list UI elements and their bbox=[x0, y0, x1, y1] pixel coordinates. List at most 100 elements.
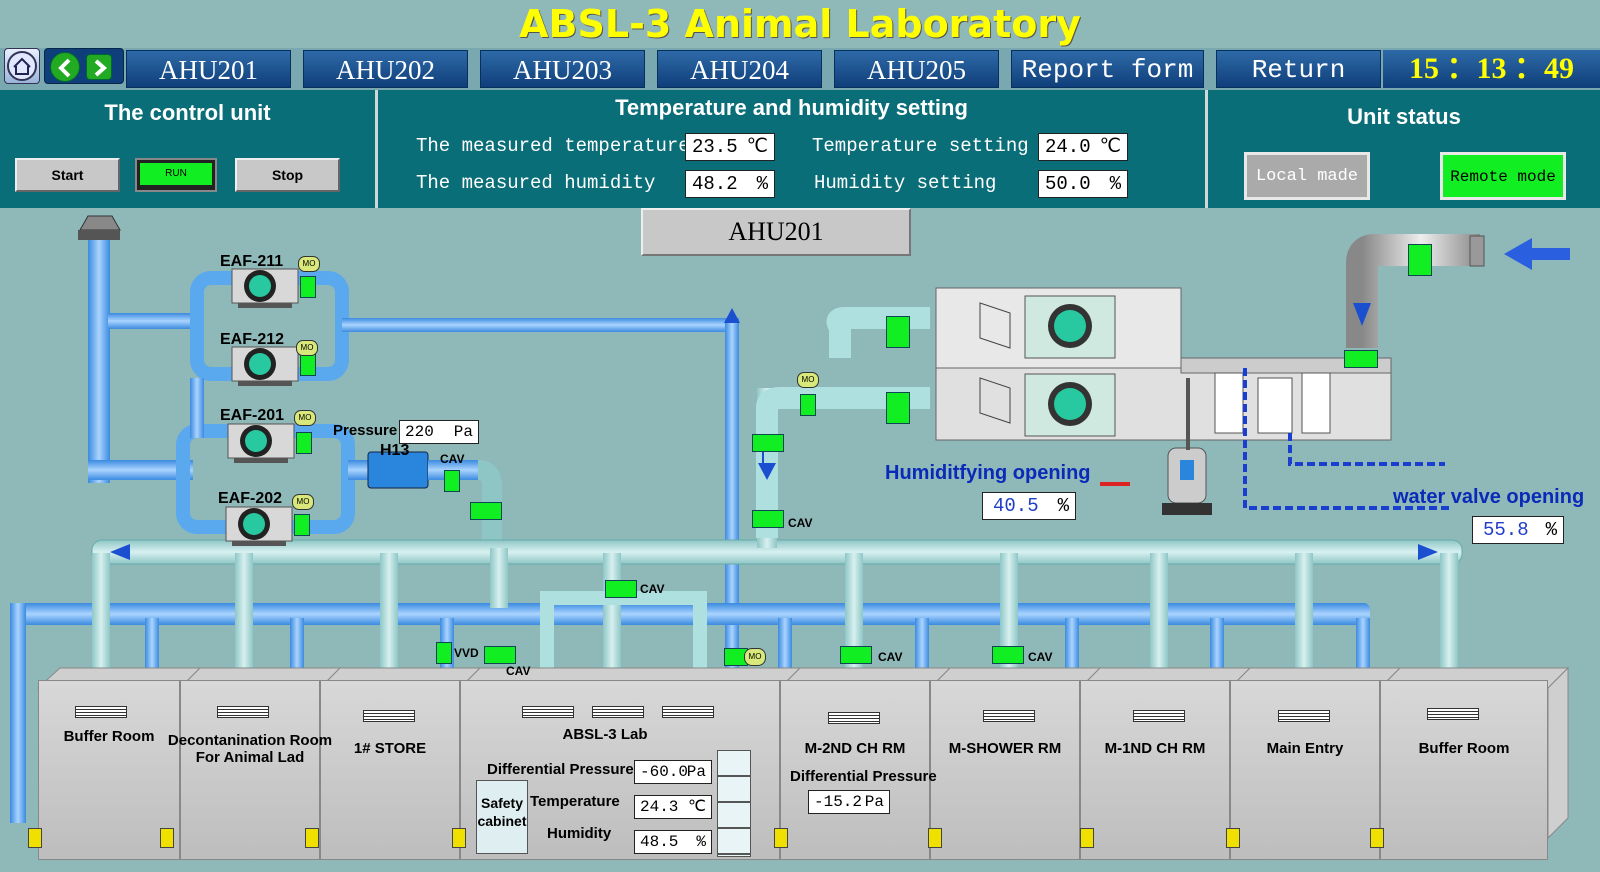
room-damper[interactable] bbox=[305, 828, 319, 848]
mo-icon: MO bbox=[296, 340, 318, 356]
cav-label: CAV bbox=[788, 516, 813, 530]
safety-cabinet-label: Safety cabinet bbox=[477, 795, 527, 829]
room-damper[interactable] bbox=[452, 828, 466, 848]
cav-label: CAV bbox=[1028, 650, 1053, 664]
hum-setting-field[interactable]: 50.0% bbox=[1038, 170, 1128, 198]
cav-valve[interactable] bbox=[444, 470, 460, 492]
home-icon[interactable] bbox=[4, 48, 40, 84]
vent bbox=[1133, 710, 1185, 722]
control-unit-title: The control unit bbox=[104, 100, 271, 125]
start-button[interactable]: Start bbox=[15, 158, 120, 192]
room-damper[interactable] bbox=[1226, 828, 1240, 848]
cav-valve[interactable] bbox=[752, 510, 784, 528]
room-damper[interactable] bbox=[928, 828, 942, 848]
humidifying-field: 40.5% bbox=[982, 492, 1076, 520]
tab-ahu203[interactable]: AHU203 bbox=[480, 50, 645, 88]
tab-ahu204[interactable]: AHU204 bbox=[657, 50, 822, 88]
hum-setting-label: Humidity setting bbox=[814, 172, 997, 194]
room-buffer-2 bbox=[1380, 680, 1548, 860]
cav-label: CAV bbox=[640, 582, 665, 596]
damper-ahu-lower[interactable] bbox=[886, 392, 910, 424]
local-mode-button[interactable]: Local made bbox=[1244, 152, 1370, 200]
cav-valve[interactable] bbox=[484, 646, 516, 664]
safety-cabinet: Safety cabinet bbox=[476, 780, 528, 854]
room-damper[interactable] bbox=[1370, 828, 1384, 848]
fan-eaf-202[interactable] bbox=[224, 503, 294, 552]
damper-ahu-supply[interactable] bbox=[800, 394, 816, 416]
damper-eaf-211[interactable] bbox=[300, 276, 316, 298]
damper-eaf-212[interactable] bbox=[300, 354, 316, 376]
m2-dp-label: Differential Pressure bbox=[790, 768, 937, 785]
cav-valve[interactable] bbox=[605, 580, 637, 598]
ahu-label: AHU201 bbox=[641, 208, 911, 256]
stop-button[interactable]: Stop bbox=[235, 158, 340, 192]
setting-title: Temperature and humidity setting bbox=[615, 95, 968, 120]
room-m1 bbox=[1080, 680, 1230, 860]
humidifying-label: Humiditfying opening bbox=[885, 462, 1091, 484]
vvd-valve[interactable] bbox=[436, 642, 452, 664]
fan-eaf-212[interactable] bbox=[230, 343, 300, 392]
report-form-button[interactable]: Report form bbox=[1011, 50, 1204, 88]
lab-hum-label: Humidity bbox=[547, 825, 612, 842]
mo-icon: MO bbox=[294, 410, 316, 426]
damper-ahu-upper[interactable] bbox=[886, 316, 910, 348]
mo-icon: MO bbox=[298, 256, 320, 272]
page-title: ABSL-3 Animal Laboratory bbox=[519, 2, 1081, 46]
room-label-absl3-lab: ABSL-3 Lab bbox=[562, 726, 648, 743]
room-m2 bbox=[780, 680, 930, 860]
tab-ahu202[interactable]: AHU202 bbox=[303, 50, 468, 88]
temp-setting-label: Temperature setting bbox=[812, 135, 1029, 157]
lab-dp-label: Differential Pressure bbox=[487, 761, 634, 778]
damper-eaf-201[interactable] bbox=[296, 432, 312, 454]
vvd-label: VVD bbox=[454, 646, 479, 660]
pass-box bbox=[717, 750, 751, 857]
remote-mode-button[interactable]: Remote mode bbox=[1440, 152, 1566, 200]
room-damper[interactable] bbox=[160, 828, 174, 848]
forward-arrow-icon[interactable] bbox=[86, 54, 112, 80]
room-damper[interactable] bbox=[774, 828, 788, 848]
room-label-store: 1# STORE bbox=[353, 740, 427, 757]
unit-status-title: Unit status bbox=[1347, 104, 1461, 129]
fan-label-eaf-212: EAF-212 bbox=[220, 331, 285, 348]
fan-label-eaf-201: EAF-201 bbox=[220, 407, 285, 424]
cav-valve[interactable] bbox=[470, 502, 502, 520]
measured-hum-label: The measured humidity bbox=[416, 172, 656, 194]
cav-valve[interactable] bbox=[992, 646, 1024, 664]
lab-hum-field: 48.5% bbox=[634, 830, 712, 854]
pressure-label: Pressure bbox=[333, 422, 398, 439]
damper-fresh-air-lower[interactable] bbox=[1344, 350, 1378, 368]
fan-eaf-211[interactable] bbox=[230, 265, 300, 314]
filter-label: H13 bbox=[380, 442, 410, 459]
vent bbox=[983, 710, 1035, 722]
vent bbox=[828, 712, 880, 724]
temp-setting-field[interactable]: 24.0℃ bbox=[1038, 133, 1128, 161]
vent bbox=[522, 706, 574, 718]
vent bbox=[1278, 710, 1330, 722]
room-label-main-entry: Main Entry bbox=[1266, 740, 1344, 757]
room-label-m2: M-2ND CH RM bbox=[804, 740, 906, 757]
lab-temp-field: 24.3℃ bbox=[634, 795, 712, 819]
room-damper[interactable] bbox=[28, 828, 42, 848]
cav-valve[interactable] bbox=[840, 646, 872, 664]
vent bbox=[217, 706, 269, 718]
tab-ahu205[interactable]: AHU205 bbox=[834, 50, 999, 88]
mo-icon: MO bbox=[744, 648, 766, 666]
room-label-buffer-2: Buffer Room bbox=[1418, 740, 1510, 757]
tab-ahu201[interactable]: AHU201 bbox=[126, 50, 291, 88]
room-damper[interactable] bbox=[1080, 828, 1094, 848]
room-label-m1: M-1ND CH RM bbox=[1104, 740, 1206, 757]
measured-temp-label: The measured temperature bbox=[416, 135, 690, 157]
room-shower bbox=[930, 680, 1080, 860]
fan-eaf-201[interactable] bbox=[226, 420, 296, 469]
fan-label-eaf-211: EAF-211 bbox=[220, 253, 284, 270]
damper-fresh-air[interactable] bbox=[1408, 244, 1432, 276]
run-indicator: RUN bbox=[135, 158, 217, 192]
back-arrow-icon[interactable] bbox=[50, 52, 80, 82]
measured-temp-field: 23.5℃ bbox=[685, 133, 775, 161]
damper-eaf-202[interactable] bbox=[294, 514, 310, 536]
vent bbox=[363, 710, 415, 722]
cav-valve[interactable] bbox=[752, 434, 784, 452]
return-button[interactable]: Return bbox=[1216, 50, 1381, 88]
